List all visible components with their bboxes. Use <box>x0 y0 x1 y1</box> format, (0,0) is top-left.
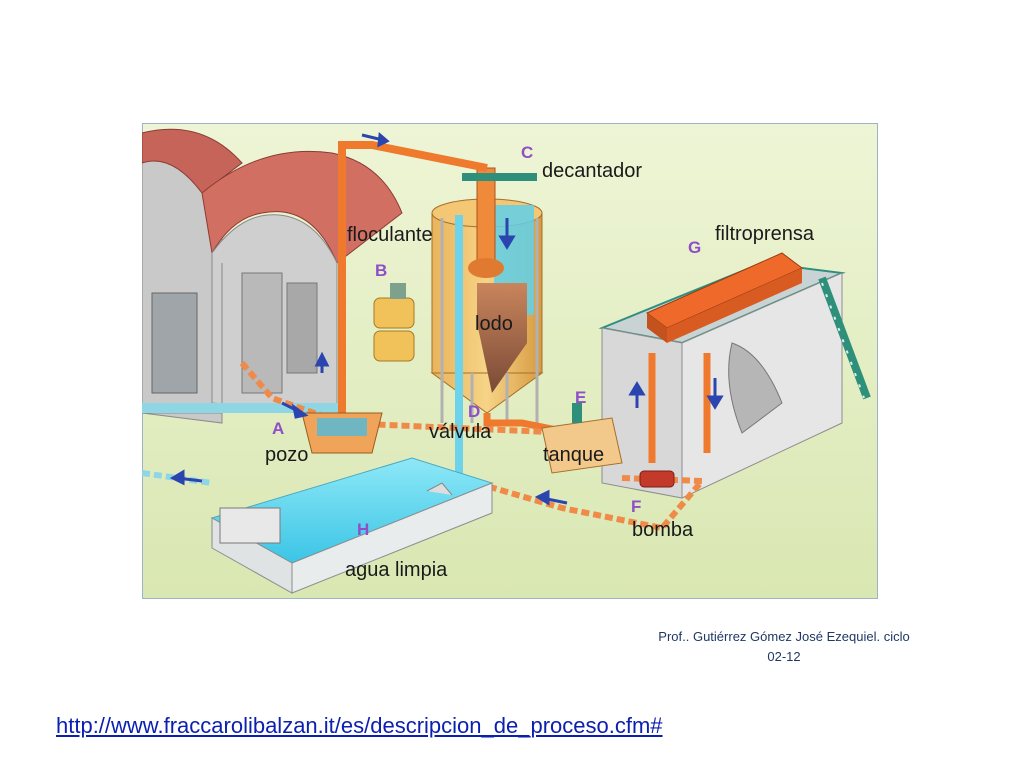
label-decantador: decantador <box>542 160 643 182</box>
clean-water-pool <box>210 457 494 594</box>
label-filtroprensa: filtroprensa <box>715 223 814 245</box>
holding-tank <box>541 403 623 474</box>
label-lodo: lodo <box>475 313 513 335</box>
flocculant-dosing-unit <box>373 283 415 362</box>
letter-b: B <box>375 261 388 280</box>
label-tanque: tanque <box>543 444 605 466</box>
source-url-link[interactable]: http://www.fraccarolibalzan.it/es/descri… <box>56 713 663 738</box>
process-illustration <box>141 122 879 600</box>
label-floculante: floculante <box>347 224 433 246</box>
pipes <box>141 141 711 532</box>
letter-e: E <box>575 388 587 407</box>
label-valvula: válvula <box>429 421 492 443</box>
decanter-tank <box>430 167 544 423</box>
label-agua-limpia: agua limpia <box>345 559 448 581</box>
letter-d: D <box>468 402 481 421</box>
well-pit <box>301 412 383 454</box>
letter-c: C <box>521 143 534 162</box>
pump <box>639 470 675 488</box>
letter-a: A <box>272 419 285 438</box>
flow-arrows <box>169 131 724 506</box>
letter-h: H <box>357 520 370 539</box>
letter-g: G <box>688 238 702 257</box>
label-pozo: pozo <box>265 444 309 466</box>
wastewater-process-diagram: C B G D E A F H decantador floculante fi… <box>141 122 879 600</box>
filter-press <box>598 252 871 499</box>
credit-line-2: 02-12 <box>767 649 801 664</box>
credit-line-1: Prof.. Gutiérrez Gómez José Ezequiel. ci… <box>658 629 910 644</box>
letter-f: F <box>631 497 642 516</box>
label-bomba: bomba <box>632 519 694 541</box>
author-credit: Prof.. Gutiérrez Gómez José Ezequiel. ci… <box>624 627 944 667</box>
